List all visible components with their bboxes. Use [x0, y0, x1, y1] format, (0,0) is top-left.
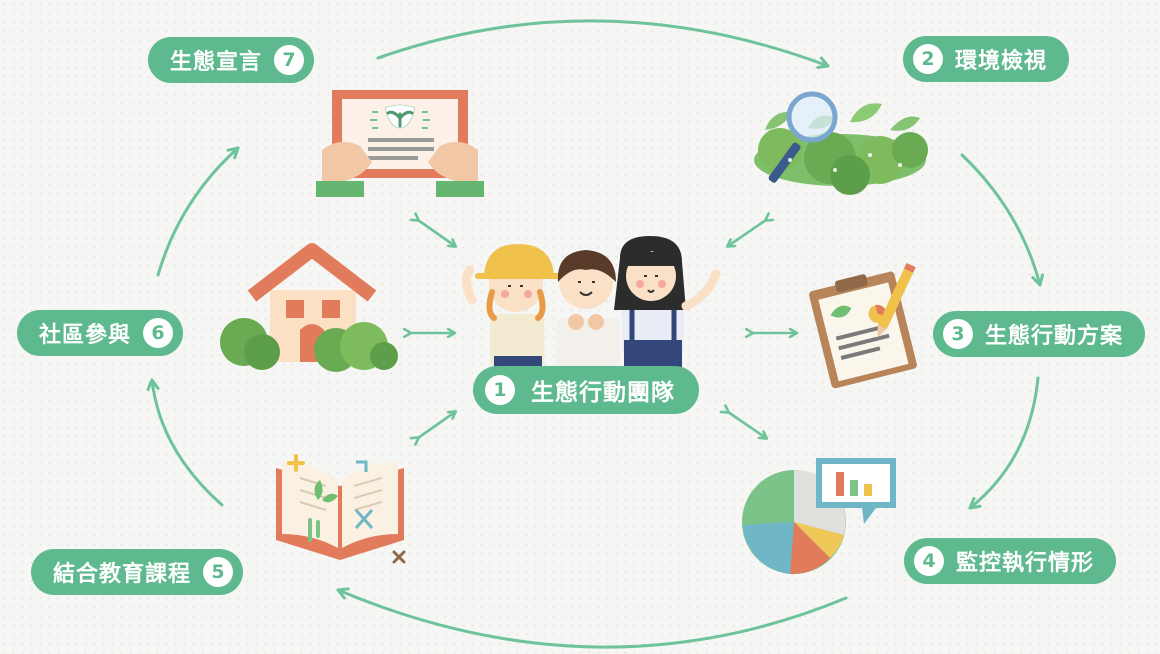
step-4-number: 4 [914, 546, 944, 576]
step-1-label: 生態行動團隊 [531, 380, 675, 406]
arrow-4-to-5 [336, 587, 848, 649]
link-7-center [418, 220, 455, 246]
step-3-number: 3 [943, 319, 973, 349]
team-kids-icon [462, 236, 721, 370]
step-1-team-pill: 1 生態行動團隊 [473, 366, 699, 414]
cycle-arrows [146, 19, 1045, 649]
declaration-board-icon [316, 90, 484, 197]
center-links [410, 220, 796, 438]
arrow-2-to-3 [960, 153, 1045, 287]
link-5-center [418, 412, 455, 438]
link-4-center [728, 412, 766, 438]
step-3-pill: 3 生態行動方案 [933, 311, 1146, 357]
arrow-7-to-2 [376, 19, 830, 70]
pie-chart-monitor-icon [742, 458, 896, 575]
step-5-label: 結合教育課程 [53, 562, 192, 587]
arrow-5-to-6 [146, 378, 224, 507]
step-1-number: 1 [485, 375, 515, 405]
step-6-pill: 社區參與 6 [17, 310, 184, 356]
step-7-number: 7 [274, 45, 305, 75]
step-2-number: 2 [913, 44, 943, 74]
link-2-center [728, 220, 766, 246]
house-community-icon [220, 243, 398, 372]
step-4-label: 監控執行情形 [956, 551, 1095, 576]
arrow-3-to-4 [968, 376, 1040, 510]
step-2-label: 環境檢視 [955, 49, 1048, 74]
step-5-number: 5 [203, 557, 234, 587]
step-6-number: 6 [143, 318, 174, 348]
step-3-label: 生態行動方案 [985, 324, 1124, 349]
step-7-label: 生態宣言 [170, 50, 263, 75]
step-2-pill: 2 環境檢視 [903, 36, 1070, 82]
step-5-pill: 結合教育課程 5 [31, 549, 244, 595]
clipboard-plan-icon [809, 263, 917, 389]
open-book-icon [276, 454, 406, 564]
step-6-label: 社區參與 [39, 323, 132, 348]
magnifier-plants-icon [754, 91, 928, 195]
step-4-pill: 4 監控執行情形 [904, 538, 1117, 584]
step-7-pill: 生態宣言 7 [148, 37, 315, 83]
arrow-6-to-7 [156, 146, 240, 277]
